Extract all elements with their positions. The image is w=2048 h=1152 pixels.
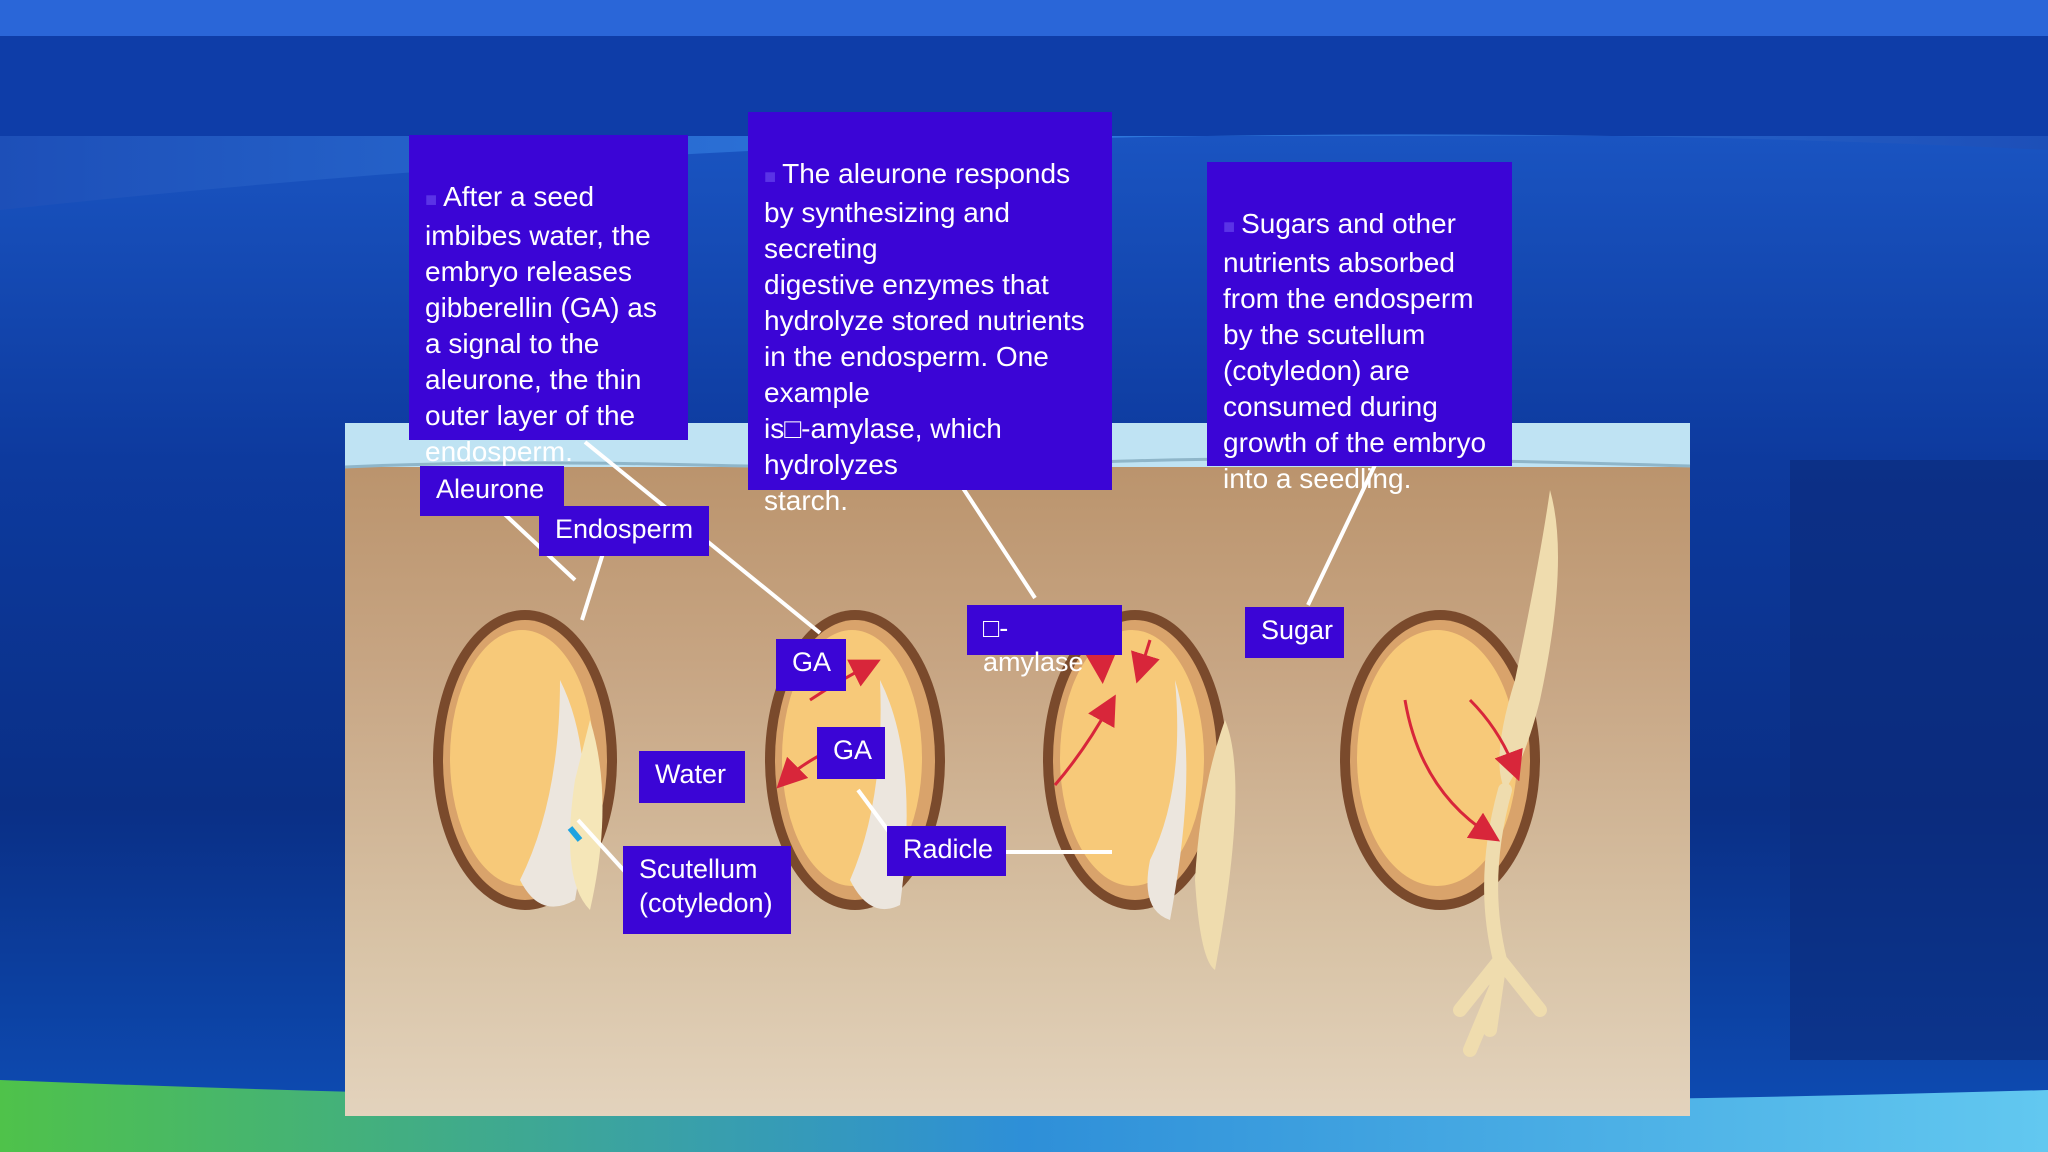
seed-4-arrow-1 bbox=[1403, 699, 1501, 842]
seed-1 bbox=[433, 610, 617, 910]
seed-1-scutellum bbox=[570, 720, 603, 910]
seed-3-sprout bbox=[1195, 720, 1236, 970]
leader-scutellum bbox=[576, 818, 630, 877]
callout-sugars-text: Sugars and other nutrients absorbed from… bbox=[1223, 208, 1487, 494]
seed-4-shoot bbox=[1499, 490, 1558, 790]
leader-endosperm bbox=[580, 549, 606, 621]
seed-3-arrow-2 bbox=[1131, 639, 1160, 684]
callout-aleurone-response-text: The aleurone responds by synthesizing an… bbox=[764, 158, 1085, 516]
seed-3-arrow-3 bbox=[1053, 694, 1116, 786]
seed-3 bbox=[1043, 610, 1236, 970]
bullet-icon: ■ bbox=[764, 166, 777, 188]
label-endosperm: Endosperm bbox=[539, 506, 709, 556]
leader-aleurone bbox=[496, 506, 577, 582]
callout-gibberellin-text: After a seed imbibes water, the embryo r… bbox=[425, 181, 657, 467]
callout-aleurone-response: ■The aleurone responds by synthesizing a… bbox=[748, 112, 1112, 516]
seed-4-arrow-2 bbox=[1468, 698, 1523, 782]
callout-sugars: ■Sugars and other nutrients absorbed fro… bbox=[1207, 162, 1512, 494]
seed-4-root bbox=[1453, 783, 1547, 1057]
label-ga-top: GA bbox=[776, 639, 846, 691]
bullet-icon: ■ bbox=[425, 189, 438, 211]
seed-1-embryo bbox=[520, 680, 585, 907]
label-amylase: □-amylase bbox=[967, 605, 1122, 677]
label-scutellum: Scutellum (cotyledon) bbox=[623, 846, 791, 934]
seed-4 bbox=[1340, 490, 1558, 1057]
leader-sugar bbox=[1306, 464, 1377, 606]
bullet-icon: ■ bbox=[1223, 216, 1236, 238]
label-radicle: Radicle bbox=[887, 826, 1006, 876]
callout-gibberellin: ■After a seed imbibes water, the embryo … bbox=[409, 135, 688, 467]
label-sugar: Sugar bbox=[1245, 607, 1344, 658]
seed-1-water-arrow bbox=[567, 826, 583, 842]
seed-3-embryo bbox=[1147, 680, 1187, 920]
label-ga-mid: GA bbox=[817, 727, 885, 779]
label-water: Water bbox=[639, 751, 745, 803]
